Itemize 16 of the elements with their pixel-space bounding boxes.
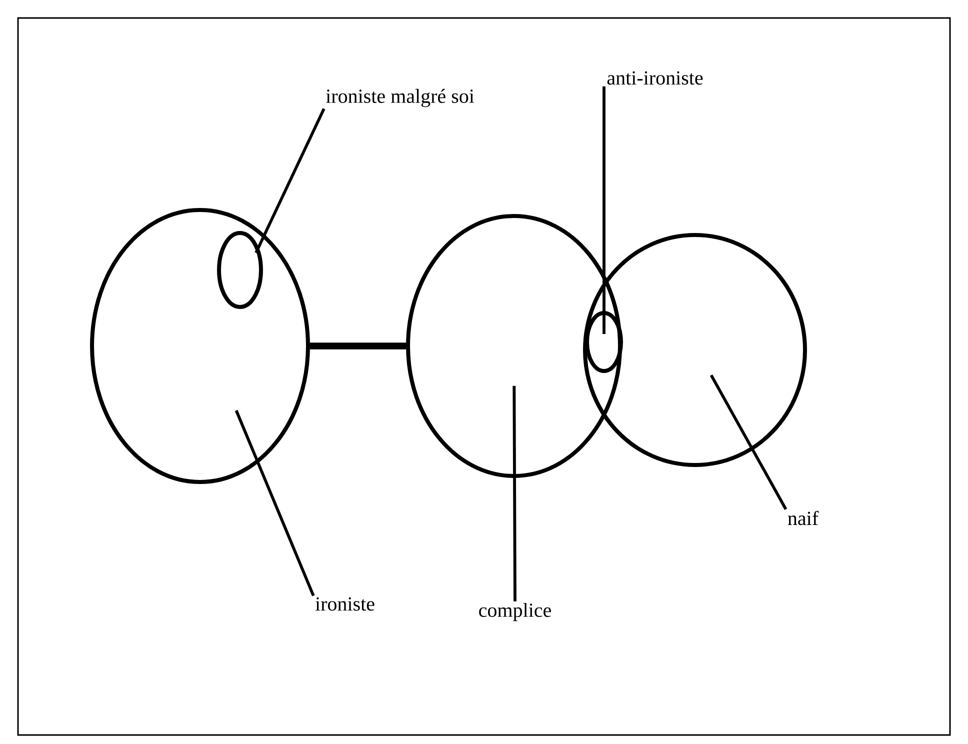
leader-line [512,386,516,602]
leader-line [602,86,606,334]
ellipse [90,208,310,484]
ellipse [585,311,623,373]
leader-line [254,108,326,254]
leader-line [234,410,315,596]
ellipse [406,214,622,478]
label-text: ironiste [315,597,374,611]
label-text: complice [479,602,551,622]
ellipse [217,231,263,309]
circle [583,233,807,467]
label-text: ironiste malgré soi [326,88,474,108]
leader-line [710,374,788,510]
label-text: anti-ironiste [607,71,703,85]
connector-line [310,342,406,350]
label-text: naif [788,510,819,526]
